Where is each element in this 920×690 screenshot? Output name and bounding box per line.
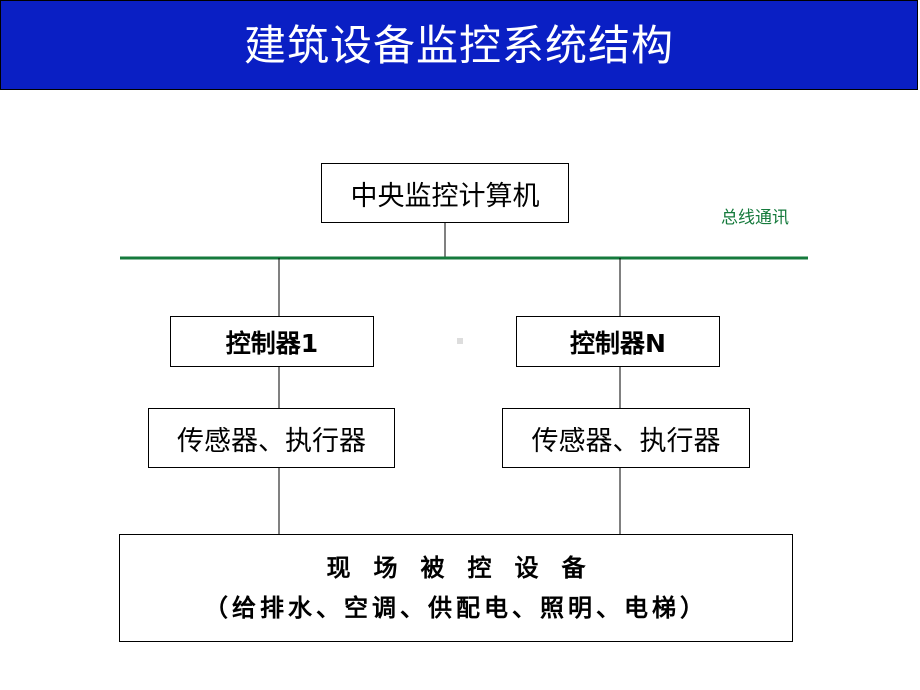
- controller-1-box: 控制器1: [170, 316, 374, 367]
- field-equipment-box: 现场被控设备 （给排水、空调、供配电、照明、电梯）: [119, 534, 793, 642]
- title-bar: 建筑设备监控系统结构: [0, 0, 918, 90]
- bus-label: 总线通讯: [721, 208, 789, 228]
- slide-title: 建筑设备监控系统结构: [243, 21, 674, 70]
- field-equipment-list: （给排水、空调、供配电、照明、电梯）: [204, 594, 708, 622]
- controller-n-box: 控制器N: [516, 316, 720, 367]
- sensors-actuators-box-1: 传感器、执行器: [148, 408, 395, 468]
- field-equipment-title: 现场被控设备: [326, 554, 609, 582]
- sensors-actuators-box-n: 传感器、执行器: [502, 408, 750, 468]
- separator-dot: [457, 338, 463, 344]
- central-computer-box: 中央监控计算机: [321, 163, 569, 223]
